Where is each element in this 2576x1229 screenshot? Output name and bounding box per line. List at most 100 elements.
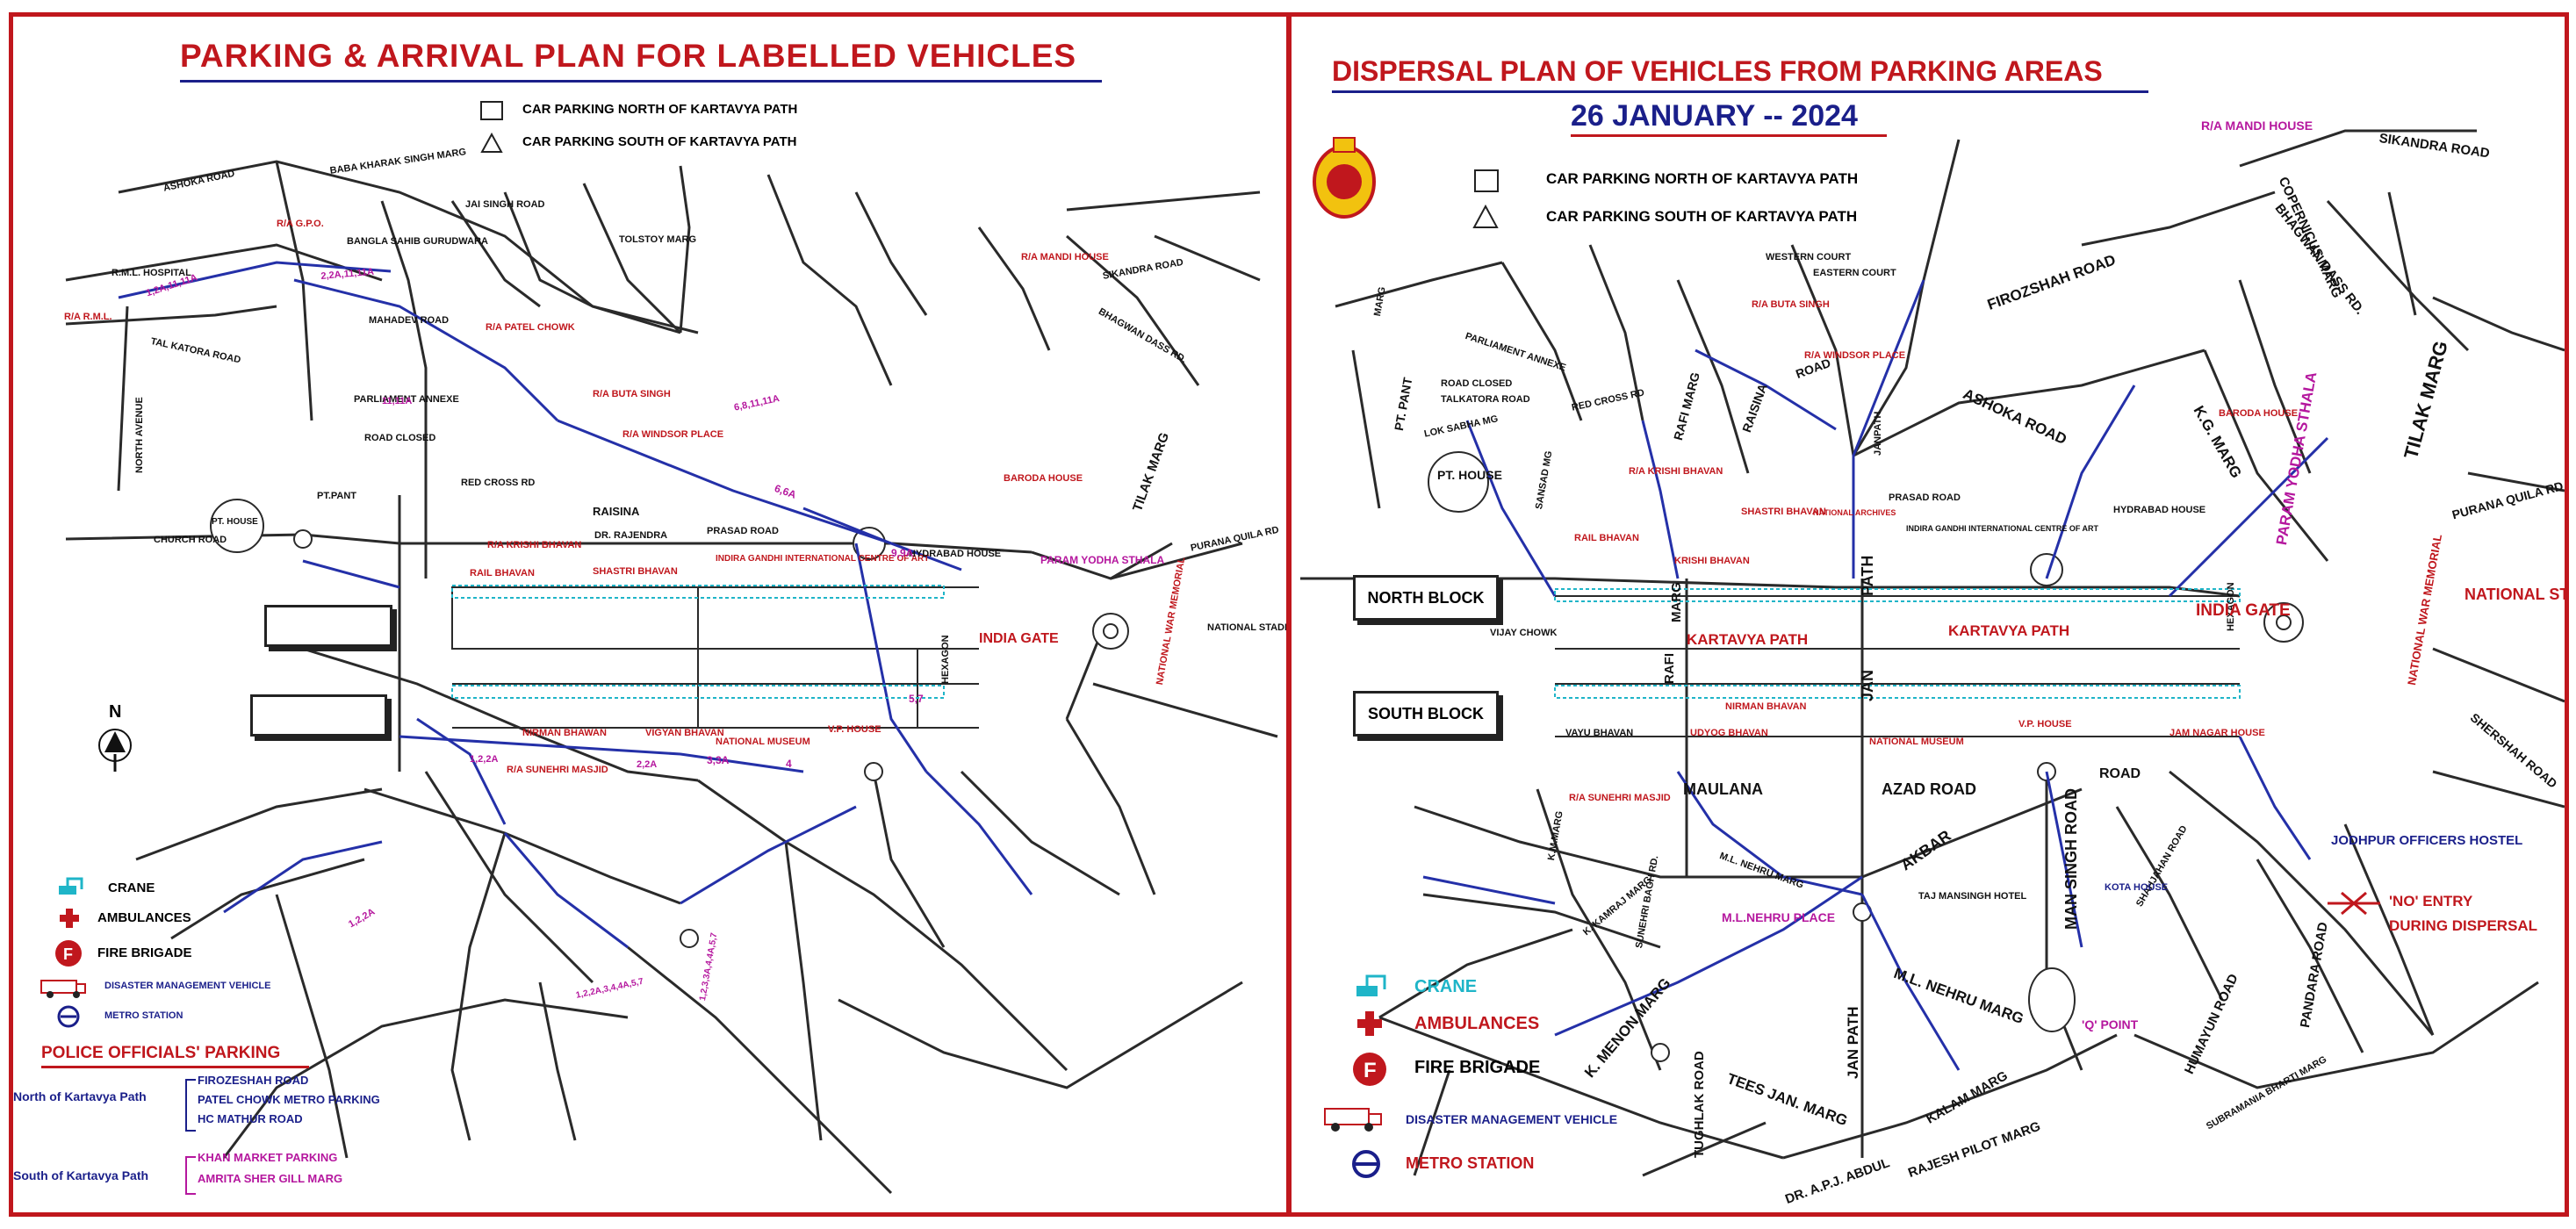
- national-museum-label: NATIONAL MUSEUM: [1869, 737, 1964, 747]
- ml-nehru-place-label: M.L.NEHRU PLACE: [1722, 910, 1836, 924]
- ra-rml-label: R/A R.M.L.: [64, 312, 112, 322]
- ra-windsor-place-label: R/A WINDSOR PLACE: [1804, 350, 1906, 361]
- ra-buta-singh-label: R/A BUTA SINGH: [593, 389, 671, 399]
- crane-icon: [1356, 974, 1386, 996]
- eastern-court-label: EASTERN COURT: [1813, 268, 1896, 278]
- vigyan-bhavan-label: VIGYAN BHAVAN: [645, 728, 724, 738]
- jodhpur-hostel-label: JODHPUR OFFICERS HOSTEL: [2331, 833, 2523, 848]
- disaster-vehicle-icon: [1324, 1108, 1382, 1132]
- param-yodha-label: PARAM YODHA STHALA: [1040, 554, 1165, 566]
- jam-nagar-label: JAM NAGAR HOUSE: [2169, 728, 2265, 738]
- vp-house-label: V.P. HOUSE: [2018, 719, 2072, 729]
- disaster-vehicle-icon: [40, 980, 86, 998]
- ra-mandi-house-label: R/A MANDI HOUSE: [1021, 252, 1109, 262]
- road-label-janpath: JANPATH: [1873, 411, 1883, 456]
- vayu-bhavan-label: VAYU BHAVAN: [1565, 728, 1634, 738]
- ra-windsor-place-label: R/A WINDSOR PLACE: [622, 429, 724, 440]
- metro-icon: [57, 1005, 80, 1028]
- marg-label: MARG: [1669, 582, 1684, 622]
- police-parking-title: POLICE OFFICIALS' PARKING: [41, 1044, 281, 1062]
- jan-path-label: JAN PATH: [1845, 1006, 1861, 1080]
- fire-icon: F: [55, 940, 82, 967]
- no-entry-line2: DURING DISPERSAL: [2389, 917, 2538, 934]
- kota-house-label: KOTA HOUSE: [2105, 882, 2169, 893]
- legend-metro-label: METRO STATION: [1406, 1154, 1535, 1172]
- svg-text:F: F: [63, 945, 73, 963]
- metro-icon: [1352, 1150, 1380, 1178]
- q-point-label: 'Q' POINT: [2082, 1017, 2139, 1031]
- bangla-sahib-label: BANGLA SAHIB GURUDWARA: [347, 236, 488, 247]
- maulana-label: MAULANA: [1683, 780, 1763, 798]
- title-underline: [1332, 90, 2148, 93]
- triangle-parking-icon: [480, 133, 503, 153]
- india-gate-label: INDIA GATE: [2196, 601, 2291, 620]
- legend-ambulance-label: AMBULANCES: [97, 910, 191, 925]
- south-block: [250, 694, 387, 737]
- road-label-jai-singh: JAI SINGH ROAD: [465, 199, 545, 210]
- panel-title: DISPERSAL PLAN OF VEHICLES FROM PARKING …: [1332, 55, 2103, 87]
- legend-north-label: CAR PARKING NORTH OF KARTAVYA PATH: [1546, 170, 1859, 187]
- fire-icon: F: [1353, 1053, 1386, 1086]
- police-emblem-icon: [1313, 137, 1376, 219]
- route-code: 2,2A: [637, 759, 658, 770]
- baroda-house-label: BARODA HOUSE: [2219, 408, 2299, 419]
- svg-text:F: F: [1364, 1059, 1377, 1082]
- no-entry-line1: 'NO' ENTRY: [2389, 893, 2473, 909]
- police-north-bracket: [185, 1079, 196, 1132]
- arrival-road-map: [65, 160, 1278, 1195]
- road-label-raisina: RAISINA: [593, 505, 640, 518]
- route-code: 11,11A: [382, 396, 413, 406]
- baroda-house-label: BARODA HOUSE: [1004, 473, 1083, 484]
- south-block: SOUTH BLOCK: [1353, 691, 1499, 737]
- nirman-bhavan-label: NIRMAN BHAVAN: [1725, 701, 1807, 712]
- square-parking-icon: [480, 101, 503, 120]
- title-underline: [180, 80, 1102, 83]
- krishi-bhavan-label: KRISHI BHAVAN: [1674, 556, 1750, 566]
- date-underline: [1571, 134, 1887, 137]
- police-north-label: North of Kartavya Path: [13, 1089, 147, 1103]
- kartavya-path-label: KARTAVYA PATH: [1948, 622, 2070, 639]
- road-label-pt-house: PT. HOUSE: [212, 517, 258, 527]
- road-label-dr-rajendra: DR. RAJENDRA: [594, 530, 668, 541]
- arrival-plan-panel: PARKING & ARRIVAL PLAN FOR LABELLED VEHI…: [9, 12, 1291, 1217]
- police-title-underline: [41, 1066, 309, 1068]
- road-label-church: CHURCH ROAD: [154, 535, 227, 545]
- road-label-pt-house: PT. HOUSE: [1437, 468, 1502, 482]
- road-label-prasad: PRASAD ROAD: [1889, 492, 1961, 503]
- north-compass-icon: N: [98, 702, 132, 772]
- igica-label: INDIRA GANDHI INTERNATIONAL CENTRE OF AR…: [1906, 524, 2098, 533]
- road-label-red-cross: RED CROSS RD: [461, 478, 536, 488]
- kartavya-path-label: KARTAVYA PATH: [1687, 631, 1809, 648]
- police-south-item: AMRITA SHER GILL MARG: [198, 1172, 343, 1185]
- road-label-road-closed: ROAD CLOSED: [364, 433, 436, 443]
- police-south-bracket: [185, 1156, 196, 1195]
- compass-letter: N: [109, 702, 121, 722]
- taj-mansingh-label: TAJ MANSINGH HOTEL: [1918, 891, 2027, 902]
- square-parking-icon: [1474, 169, 1499, 192]
- man-singh-road-label: MAN SINGH ROAD: [2062, 788, 2080, 930]
- legend-disaster-label: DISASTER MANAGEMENT VEHICLE: [104, 981, 271, 991]
- police-north-item: HC MATHUR ROAD: [198, 1112, 303, 1125]
- ra-mandi-house-label: R/A MANDI HOUSE: [2201, 119, 2313, 133]
- azad-road-label: AZAD ROAD: [1882, 780, 1976, 798]
- road-label-pt-pant: PT.PANT: [317, 491, 357, 501]
- udyog-bhavan-label: UDYOG BHAVAN: [1690, 728, 1768, 738]
- ra-buta-singh-label: R/A BUTA SINGH: [1752, 299, 1830, 310]
- police-south-item: KHAN MARKET PARKING: [198, 1151, 338, 1164]
- legend-disaster-label: DISASTER MANAGEMENT VEHICLE: [1406, 1112, 1618, 1126]
- legend-ambulance-label: AMBULANCES: [1414, 1014, 1540, 1033]
- vijay-chowk-label: VIJAY CHOWK: [1490, 628, 1558, 638]
- national-stadium-label: NATIONAL STADIUM: [1207, 622, 1288, 633]
- national-stadium-label: NATIONAL STADIUM: [2464, 586, 2568, 603]
- road-label-mahadev: MAHADEV ROAD: [369, 315, 450, 326]
- ambulance-icon: [1357, 1011, 1382, 1036]
- route-code: 3,3A: [707, 754, 730, 766]
- route-code: 4: [786, 758, 792, 770]
- police-north-item: PATEL CHOWK METRO PARKING: [198, 1093, 380, 1106]
- legend-fire-label: FIRE BRIGADE: [1414, 1058, 1541, 1077]
- ra-krishi-bhavan-label: R/A KRISHI BHAVAN: [487, 540, 582, 550]
- legend-crane-label: CRANE: [1414, 977, 1478, 996]
- dispersal-plan-panel: DISPERSAL PLAN OF VEHICLES FROM PARKING …: [1287, 12, 2569, 1217]
- ra-krishi-bhavan-label: R/A KRISHI BHAVAN: [1629, 466, 1723, 477]
- legend-crane-label: CRANE: [108, 880, 155, 895]
